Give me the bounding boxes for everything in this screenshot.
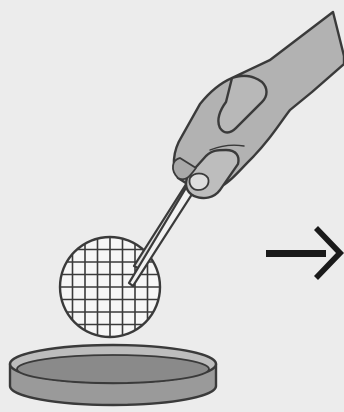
petri-dish-medium: [17, 355, 209, 383]
petri-dish: [10, 345, 216, 405]
hand-thumbnail: [189, 174, 208, 191]
arrow-shaft: [266, 250, 326, 257]
